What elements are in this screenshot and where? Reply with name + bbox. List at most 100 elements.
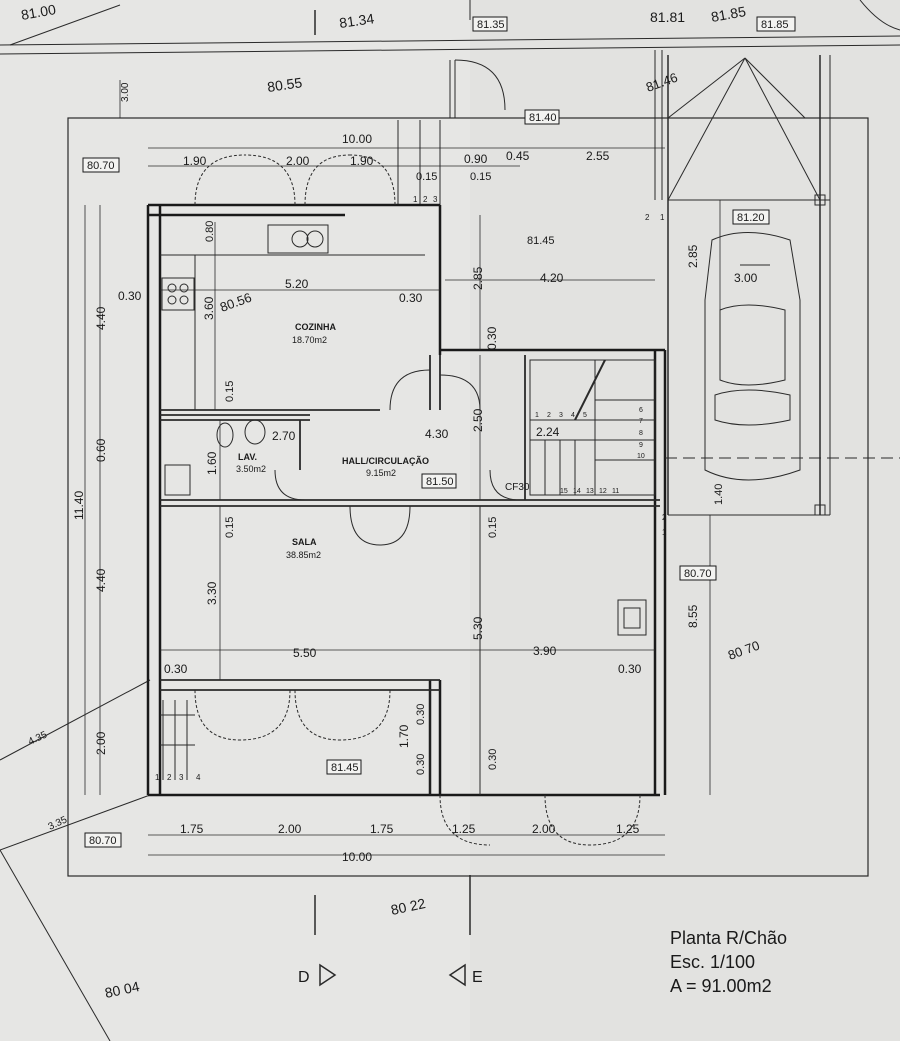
porch-doors — [194, 689, 641, 846]
diagonal-site-lines — [0, 679, 151, 1041]
paper-fold-shade — [470, 0, 900, 1041]
kitchen-counter — [160, 224, 425, 410]
dim-sala-wall-r: 0.30 — [618, 662, 642, 676]
dim-bottom-2: 2.00 — [278, 822, 302, 836]
stair-step: 13 — [586, 488, 594, 495]
dim-bottom-5: 2.00 — [532, 822, 556, 836]
dim-sala-wall-l: 0.30 — [164, 662, 188, 676]
elev-front-box-lower: 81.45 — [331, 762, 359, 774]
dim-left-top: 3.00 — [120, 82, 131, 102]
terrace-walls — [397, 50, 663, 205]
dim-porch-wall-2: 0.30 — [415, 754, 427, 775]
small-mark: 2 — [645, 213, 650, 222]
dim-right-2: 8.55 — [686, 604, 700, 628]
dim-hall-w: 4.30 — [425, 427, 449, 441]
dim-bottom-4: 1.25 — [452, 822, 476, 836]
elev-top-left: 81.00 — [20, 1, 57, 23]
dim-terrace-w: 4.20 — [540, 271, 564, 285]
interior-walls — [160, 355, 660, 691]
basin-icon — [164, 464, 191, 496]
elev-top-right-2: 81.85 — [710, 3, 747, 25]
dim-bottom-6: 1.25 — [616, 822, 640, 836]
top-step: 1 — [413, 195, 418, 204]
elev-top-box: 81.35 — [477, 19, 505, 31]
dim-kitchen-wall-l: 0.30 — [118, 289, 142, 303]
elev-hall-box: 81.50 — [426, 476, 454, 488]
plan-title: Planta R/Chão — [670, 928, 788, 948]
elev-patio-box: 81.45 — [527, 235, 555, 247]
stair-step: 10 — [637, 453, 645, 460]
dim-sala-w1: 5.50 — [293, 646, 317, 660]
stair-step-numbers: 1 2 3 4 5 6 7 8 9 10 11 12 13 14 15 — [535, 407, 645, 495]
dim-porch-h: 1.70 — [397, 724, 411, 748]
stair-step: 7 — [639, 418, 643, 425]
door-swings — [194, 154, 396, 206]
small-mark: 1 — [660, 213, 665, 222]
dim-lav-h: 1.60 — [205, 451, 219, 475]
boundary-lines — [0, 0, 900, 55]
porch-step: 3 — [179, 773, 184, 782]
elev-right-box: 80.70 — [684, 568, 712, 580]
dim-top-small-2: 0.15 — [470, 171, 491, 183]
exterior-walls — [146, 203, 667, 797]
interior-doors — [274, 369, 521, 546]
dim-kitchen-wall-r: 0.30 — [399, 291, 423, 305]
dim-right-1: 1.40 — [713, 484, 725, 505]
car-icon — [704, 232, 801, 481]
dim-left-1: 4.40 — [94, 306, 108, 330]
elev-terrace-box: 81.40 — [529, 112, 557, 124]
dim-top-5: 0.45 — [506, 149, 530, 163]
dim-top-2: 2.00 — [286, 154, 310, 168]
dim-left-2: 0.60 — [94, 438, 108, 462]
elevation-boxes — [82, 16, 796, 848]
room-area-hall: 9.15m2 — [366, 468, 396, 478]
dim-left-total: 11.40 — [72, 491, 86, 520]
elev-terrace-left: 80.55 — [266, 74, 303, 95]
porch-step: 2 — [167, 773, 172, 782]
plan-area: A = 91.00m2 — [670, 976, 772, 996]
room-area-lav: 3.50m2 — [236, 464, 266, 474]
stair-step: 6 — [639, 407, 643, 414]
stair-step: 3 — [559, 412, 563, 419]
room-name-hall: HALL/CIRCULAÇÃO — [342, 456, 429, 466]
section-mark-e: E — [472, 969, 483, 986]
dim-sala-top-r: 0.15 — [487, 517, 499, 538]
top-step: 3 — [433, 195, 438, 204]
dim-left-4: 2.00 — [94, 731, 108, 755]
dim-top-small-1: 0.15 — [416, 171, 437, 183]
toilet-icon — [244, 419, 266, 445]
elev-bottom-center: 80 22 — [389, 895, 427, 918]
stair-step: 4 — [571, 412, 575, 419]
dim-bottom-total: 10.00 — [342, 850, 372, 864]
sala-lines — [479, 506, 647, 795]
porch-step: 1 — [155, 773, 160, 782]
room-name-lav: LAV. — [238, 452, 257, 462]
room-area-cozinha: 18.70m2 — [292, 335, 327, 345]
room-labels: COZINHA 18.70m2 LAV. 3.50m2 HALL/CIRCULA… — [236, 322, 429, 560]
stair-step: 8 — [639, 430, 643, 437]
stair-step: 14 — [573, 488, 581, 495]
garage-structure — [667, 55, 831, 516]
stair-step: 1 — [535, 412, 539, 419]
dim-porch-wall-3: 0.30 — [487, 749, 499, 770]
small-mark: 1 — [662, 528, 667, 537]
stair-step: 9 — [639, 442, 643, 449]
stair-step: 11 — [612, 488, 619, 495]
elev-top-right-1: 81.81 — [650, 9, 685, 25]
dim-lav-w: 2.70 — [272, 429, 296, 443]
room-name-cozinha: COZINHA — [295, 322, 336, 332]
dimension-lines — [84, 80, 721, 856]
elev-garage-box: 81.20 — [737, 212, 765, 224]
section-mark-d: D — [298, 969, 310, 986]
elev-left-box-bottom: 80.70 — [89, 835, 117, 847]
dim-top-3: 1.90 — [350, 154, 374, 168]
title-block: Planta R/Chão Esc. 1/100 A = 91.00m2 — [670, 926, 890, 998]
step-numbers-misc: 1 2 3 4 1 2 3 2 1 2 1 — [155, 195, 667, 782]
stair-step: 2 — [547, 412, 551, 419]
small-mark: 2 — [662, 513, 667, 522]
fireplace-icon — [617, 599, 647, 636]
porch-step: 4 — [196, 773, 201, 782]
dim-sala-h: 3.30 — [205, 581, 219, 605]
elev-top-right-box: 81.85 — [761, 19, 789, 31]
